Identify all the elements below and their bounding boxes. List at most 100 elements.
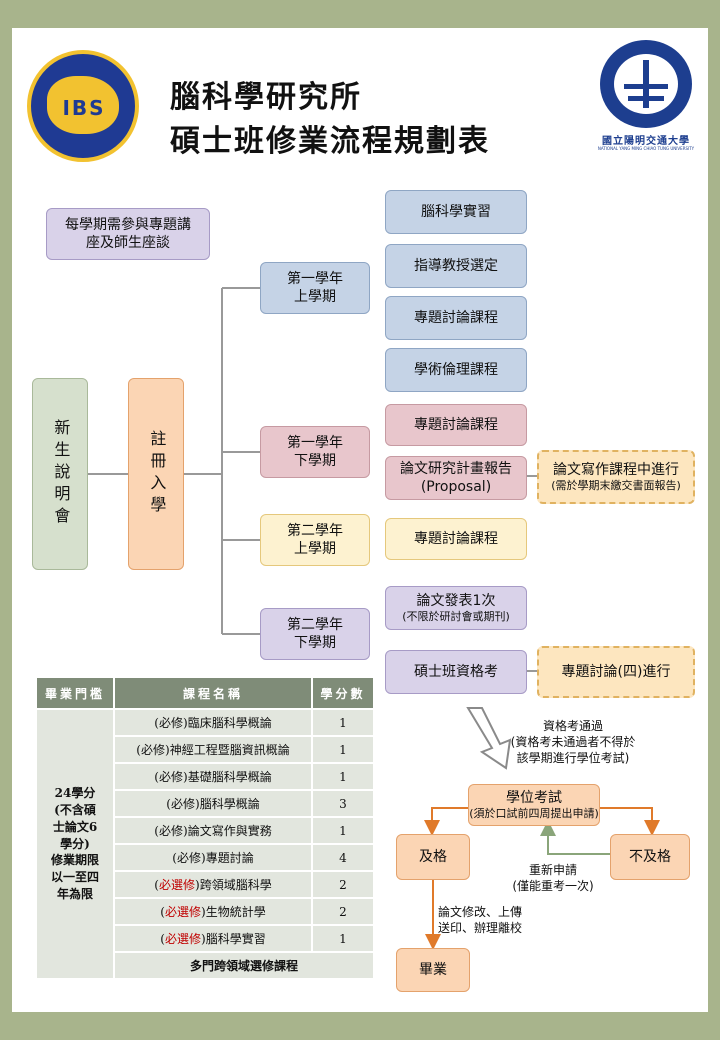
- course-credits: 4: [311, 843, 375, 872]
- course-credits: 2: [311, 897, 375, 926]
- qual-pass-note: 資格考通過 (資格考未通過者不得於 該學期進行學位考試): [498, 718, 648, 767]
- item-seminar-2-text: 專題討論課程: [414, 416, 498, 433]
- writing-note-line2: (需於學期末繳交書面報告): [551, 478, 681, 492]
- elective-row: 多門跨領域選修課程: [113, 951, 375, 980]
- item-ethics: 學術倫理課程: [385, 348, 527, 392]
- qual-pass-line1: 資格考通過: [542, 719, 603, 733]
- university-name: 國立陽明交通大學: [602, 136, 690, 147]
- seminar-note-text: 每學期需參與專題講座及師生座談: [65, 216, 191, 251]
- institute-logo: IBS: [27, 50, 139, 162]
- item-proposal-line2: (Proposal): [420, 479, 492, 495]
- revise-line2: 送印、辦理離校: [438, 921, 523, 936]
- course-tag: 必修: [158, 716, 183, 730]
- threshold-line: 以一至四: [50, 870, 99, 885]
- course-title: 基礎腦科學概論: [187, 770, 272, 784]
- item-seminar-1: 專題討論課程: [385, 296, 527, 340]
- reapply-line1: 重新申請: [528, 863, 577, 877]
- writing-note-line1: 論文寫作課程中進行: [553, 461, 679, 478]
- item-proposal-line1: 論文研究計畫報告: [400, 460, 512, 477]
- graduate-box: 畢業: [396, 948, 470, 992]
- pass-box: 及格: [396, 834, 470, 880]
- course-tag: 必修: [158, 770, 183, 784]
- logo-lettering: IBS: [62, 96, 106, 120]
- course-credits: 1: [311, 762, 375, 791]
- course-title: 腦科學概論: [199, 797, 260, 811]
- item-seminar-1-text: 專題討論課程: [414, 309, 498, 326]
- course-title: 論文寫作與實務: [187, 824, 272, 838]
- reapply-note: 重新申請 (僅能重考一次): [498, 862, 608, 894]
- semester-y2s2-line1: 第二學年: [287, 616, 343, 633]
- semester-y1s1-line1: 第一學年: [287, 270, 343, 287]
- graduation-threshold: 24學分 (不含碩 士論文6 學分) 修業期限 以一至四 年為限: [35, 708, 115, 980]
- item-publish-line1: 論文發表1次: [416, 592, 496, 609]
- course-title: 跨領域腦科學: [199, 878, 272, 892]
- course-tag: 必選修: [164, 905, 201, 919]
- course-name: (必修)專題討論: [113, 843, 313, 872]
- threshold-line: 士論文6: [52, 819, 98, 834]
- seminar-note: 每學期需參與專題講座及師生座談: [46, 208, 210, 260]
- semester-y1s2: 第一學年 下學期: [260, 426, 370, 478]
- course-tag: 必修: [170, 797, 195, 811]
- course-table: 畢業門檻 課程名稱 學分數 24學分 (不含碩 士論文6 學分) 修業期限 以一…: [35, 676, 375, 980]
- item-brain-lab-text: 腦科學實習: [421, 203, 491, 220]
- page-canvas: IBS 國立陽明交通大學 NATIONAL YANG MING CHIAO TU…: [12, 28, 708, 1012]
- pass-text: 及格: [419, 848, 447, 865]
- table-row: (必修)腦科學概論 3: [36, 789, 375, 818]
- course-name: (必選修)跨領域腦科學: [113, 870, 313, 899]
- course-title: 腦科學實習: [205, 932, 266, 946]
- item-brain-lab: 腦科學實習: [385, 190, 527, 234]
- item-advisor: 指導教授選定: [385, 244, 527, 288]
- title-line-2: 碩士班修業流程規劃表: [170, 124, 490, 159]
- course-name: (必修)基礎腦科學概論: [113, 762, 313, 791]
- table-row: (必修)論文寫作與實務 1: [36, 816, 375, 845]
- connector-lines: [88, 287, 660, 950]
- down-arrow: [466, 707, 512, 770]
- registration-box: 註冊入學: [128, 378, 184, 570]
- qual-pass-line3: 該學期進行學位考試): [516, 751, 630, 766]
- table-row: (必選修)腦科學實習 1: [36, 924, 375, 953]
- course-credits: 1: [311, 708, 375, 737]
- course-name: (必選修)生物統計學: [113, 897, 313, 926]
- threshold-line: (不含碩: [54, 803, 96, 817]
- orientation-box: 新生說明會: [32, 378, 88, 570]
- table-row: (必修)神經工程暨腦資訊概論 1: [36, 735, 375, 764]
- writing-course-note: 論文寫作課程中進行 (需於學期末繳交書面報告): [537, 450, 695, 504]
- degree-exam-line2: (須於口試前四周提出申請): [469, 806, 599, 820]
- university-logo: [600, 40, 692, 128]
- item-qual-exam-text: 碩士班資格考: [414, 663, 498, 680]
- item-seminar-3: 專題討論課程: [385, 518, 527, 560]
- fail-box: 不及格: [610, 834, 690, 880]
- course-title: 生物統計學: [205, 905, 266, 919]
- fail-text: 不及格: [629, 848, 671, 865]
- header-course-name: 課程名稱: [113, 676, 313, 710]
- revise-line1: 論文修改、上傳: [438, 905, 523, 919]
- course-name: (必修)論文寫作與實務: [113, 816, 313, 845]
- item-advisor-text: 指導教授選定: [414, 257, 498, 274]
- course-name: (必修)腦科學概論: [113, 789, 313, 818]
- course-credits: 3: [311, 789, 375, 818]
- course-name: (必修)神經工程暨腦資訊概論: [113, 735, 313, 764]
- degree-exam-line1: 學位考試: [506, 789, 562, 806]
- course-credits: 1: [311, 735, 375, 764]
- course-name: (必選修)腦科學實習: [113, 924, 313, 953]
- threshold-line: 24學分: [54, 786, 96, 801]
- reapply-line2: (僅能重考一次): [512, 879, 594, 894]
- threshold-line: 學分): [60, 836, 90, 851]
- degree-exam-box: 學位考試 (須於口試前四周提出申請): [468, 784, 600, 826]
- revise-note: 論文修改、上傳 送印、辦理離校: [438, 904, 538, 936]
- course-tag: 必選修: [164, 932, 201, 946]
- semester-y1s2-line1: 第一學年: [287, 434, 343, 451]
- threshold-line: 修業期限: [50, 853, 99, 868]
- course-tag: 必修: [158, 824, 183, 838]
- title-line-1: 腦科學研究所: [170, 80, 362, 115]
- table-row: (必修)基礎腦科學概論 1: [36, 762, 375, 791]
- item-ethics-text: 學術倫理課程: [414, 361, 498, 378]
- item-seminar-2: 專題討論課程: [385, 404, 527, 446]
- course-tag: 必選修: [158, 878, 195, 892]
- course-credits: 1: [311, 924, 375, 953]
- semester-y2s2-line2: 下學期: [294, 635, 336, 651]
- course-name: (必修)臨床腦科學概論: [113, 708, 313, 737]
- course-title: 專題討論: [205, 851, 254, 865]
- seminar-4-text: 專題討論(四)進行: [561, 663, 671, 680]
- semester-y2s1: 第二學年 上學期: [260, 514, 370, 566]
